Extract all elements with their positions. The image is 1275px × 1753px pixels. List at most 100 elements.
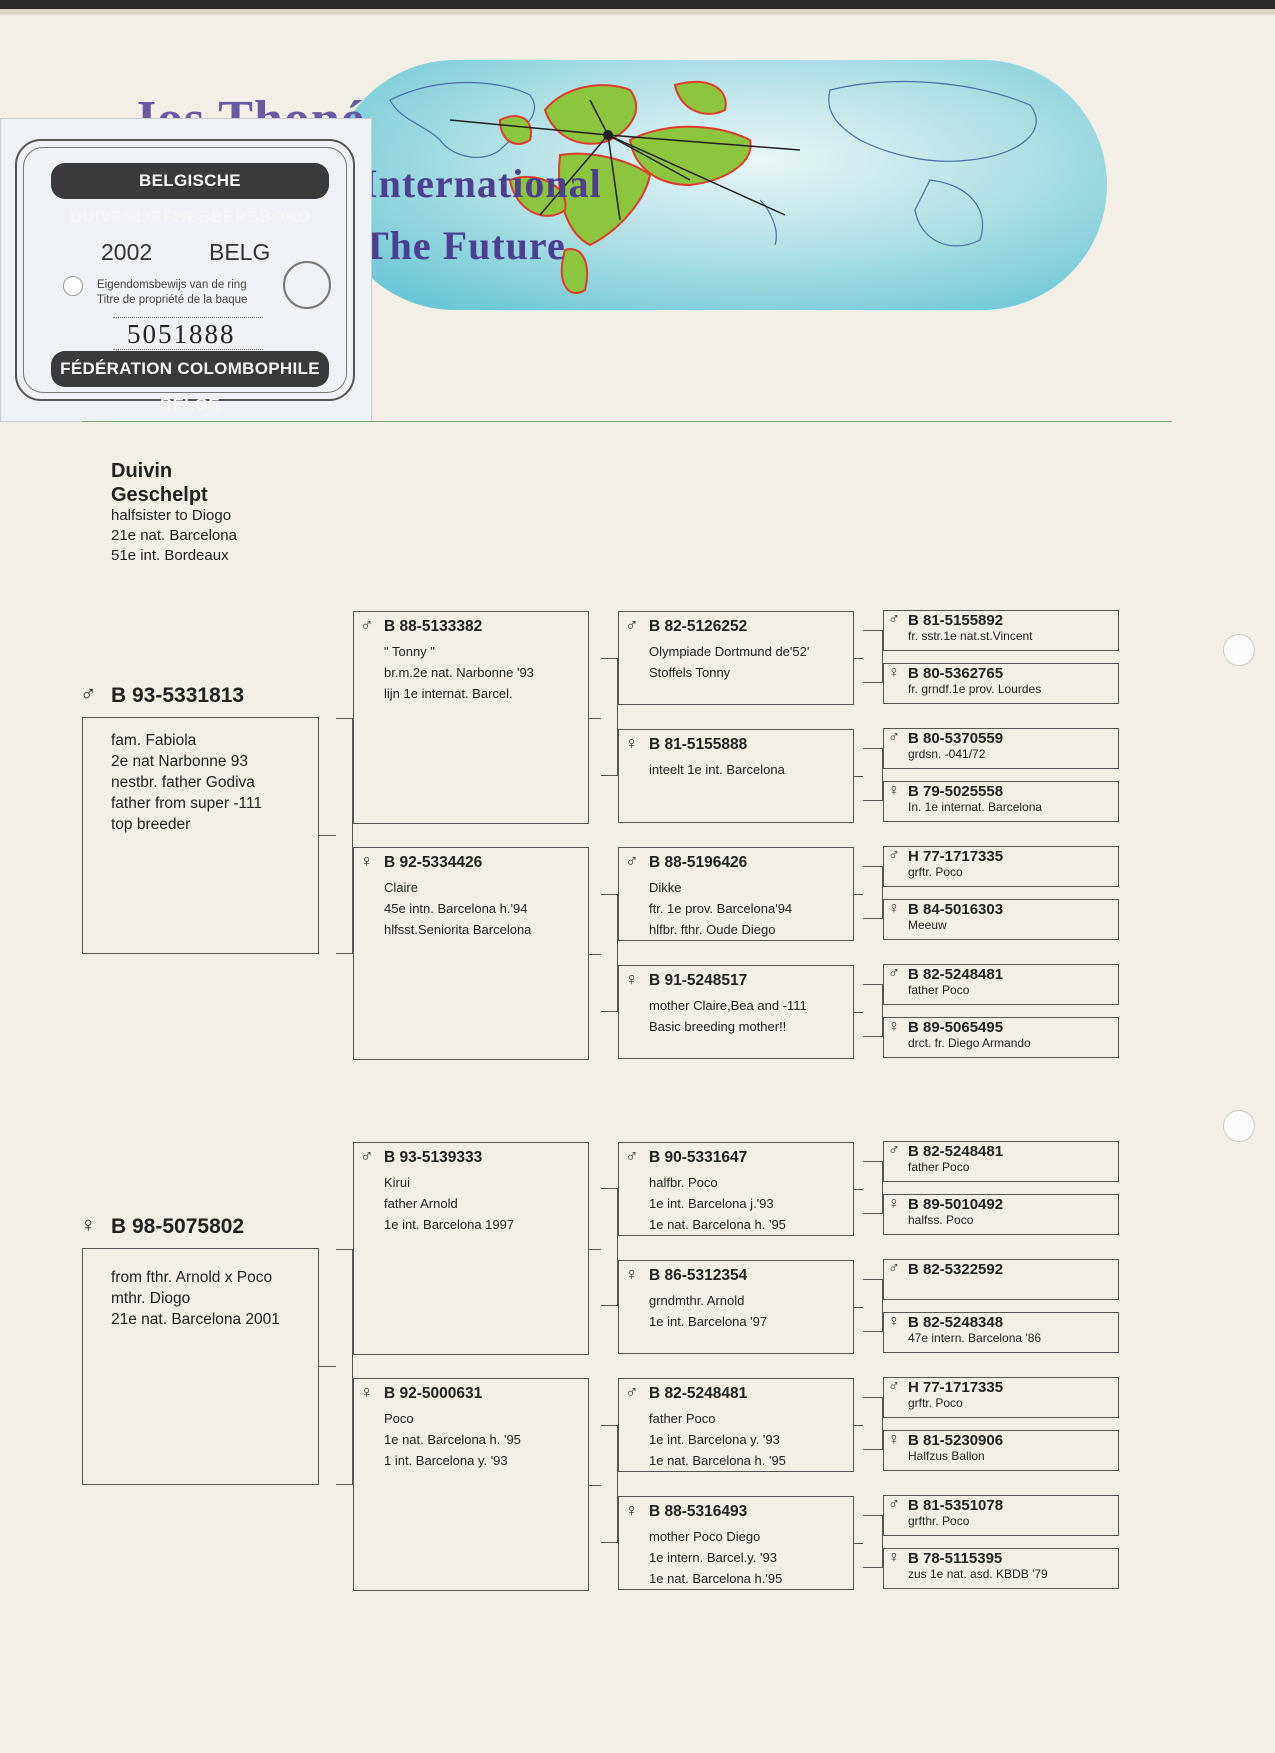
ancestor-ring: B 82-5248348 <box>908 1314 1004 1331</box>
ancestor-box: ♀ B 78-5115395 zus 1e nat. asd. KBDB '79 <box>883 1548 1119 1589</box>
bracket <box>863 984 883 1037</box>
bracket <box>863 748 883 801</box>
bracket <box>863 1279 883 1332</box>
female-icon: ♀ <box>888 1195 900 1212</box>
female-icon: ♀ <box>888 1549 900 1566</box>
male-icon: ♂ <box>888 1260 900 1277</box>
grandparent-ring: B 88-5133382 <box>384 618 483 635</box>
dam-note: from fthr. Arnold x Poco <box>111 1269 273 1286</box>
ancestor-box: ♂ B 82-5248481 father Poco <box>883 964 1119 1005</box>
great-grandparent-note: ftr. 1e prov. Barcelona'94 <box>649 901 793 916</box>
stamp-text-nl: Eigendomsbewijs van de ring <box>97 279 247 291</box>
connector <box>589 718 601 719</box>
connector <box>854 1425 863 1426</box>
connector <box>854 658 863 659</box>
male-icon: ♂ <box>625 1146 639 1166</box>
ancestor-note: In. 1e internat. Barcelona <box>908 800 1043 814</box>
ancestor-ring: B 82-5248481 <box>908 966 1004 983</box>
ancestor-note: grftr. Poco <box>908 865 963 879</box>
great-grandparent-ring: B 91-5248517 <box>649 972 748 989</box>
ancestor-ring: B 81-5351078 <box>908 1497 1004 1514</box>
ancestor-note: father Poco <box>908 983 970 997</box>
bird-sex-label: Duivin <box>111 460 173 482</box>
grandparent-note: br.m.2e nat. Narbonne '93 <box>384 665 534 680</box>
great-grandparent-note: Dikke <box>649 880 682 895</box>
connector <box>589 1249 601 1250</box>
female-icon: ♀ <box>625 969 639 989</box>
female-icon: ♀ <box>888 664 900 681</box>
binder-hole <box>1223 1110 1255 1142</box>
ancestor-ring: B 82-5248481 <box>908 1143 1004 1160</box>
great-grandparent-note: Stoffels Tonny <box>649 665 731 680</box>
great-grandparent-ring: B 86-5312354 <box>649 1267 748 1284</box>
ancestor-note: fr. grndf.1e prov. Lourdes <box>908 682 1042 696</box>
bracket <box>601 1188 618 1306</box>
male-icon: ♂ <box>80 681 97 706</box>
bird-color-label: Geschelpt <box>111 484 208 506</box>
female-icon: ♀ <box>625 1264 639 1284</box>
ancestor-note: grdsn. -041/72 <box>908 747 986 761</box>
bird-note: halfsister to Diogo <box>111 507 232 524</box>
male-icon: ♂ <box>360 1146 374 1166</box>
great-grandparent-box: ♂ B 88-5196426 Dikke ftr. 1e prov. Barce… <box>618 847 854 941</box>
female-icon: ♀ <box>360 1382 374 1402</box>
stamp-country: BELG <box>209 239 271 265</box>
bird-note: 51e int. Bordeaux <box>111 547 229 564</box>
connector <box>854 1012 863 1013</box>
great-grandparent-box: ♀ B 81-5155888 inteelt 1e int. Barcelona <box>618 729 854 823</box>
divider-line <box>82 421 1172 422</box>
grandparent-note: 1 int. Barcelona y. '93 <box>384 1453 508 1468</box>
great-grandparent-note: 1e nat. Barcelona h. '95 <box>649 1217 786 1232</box>
connector <box>319 1366 336 1367</box>
stamp-dotted-line <box>113 349 263 350</box>
grandparent-note: hlfsst.Seniorita Barcelona <box>384 922 532 937</box>
great-grandparent-note: mother Claire,Bea and -111 <box>649 998 807 1013</box>
great-grandparent-note: hlfbr. fthr. Oude Diego <box>649 922 776 937</box>
ancestor-ring: H 77-1717335 <box>908 1379 1004 1396</box>
connector <box>854 894 863 895</box>
female-icon: ♀ <box>360 851 374 871</box>
ring-certificate-stamp: BELGISCHE DUIVENLIEFHEBBERSBOND 2002 BEL… <box>0 118 372 422</box>
connector <box>854 1543 863 1544</box>
ancestor-box: ♀ B 80-5362765 fr. grndf.1e prov. Lourde… <box>883 663 1119 704</box>
bracket <box>601 894 618 1012</box>
great-grandparent-ring: B 90-5331647 <box>649 1149 748 1166</box>
grandparent-box: ♀ B 92-5334426 Claire 45e intn. Barcelon… <box>353 847 589 1060</box>
stamp-top-plaque: BELGISCHE DUIVENLIEFHEBBERSBOND <box>51 163 329 226</box>
sire-box: fam. Fabiola 2e nat Narbonne 93 nestbr. … <box>82 717 319 954</box>
ancestor-ring: B 80-5370559 <box>908 730 1004 747</box>
bracket <box>601 1425 618 1543</box>
great-grandparent-note: Olympiade Dortmund de'52' <box>649 644 810 659</box>
ancestor-box: ♀ B 84-5016303 Meeuw <box>883 899 1119 940</box>
great-grandparent-note: 1e nat. Barcelona h. '95 <box>649 1453 786 1468</box>
male-icon: ♂ <box>625 615 639 635</box>
ancestor-note: Meeuw <box>908 918 947 932</box>
great-grandparent-box: ♂ B 82-5126252 Olympiade Dortmund de'52'… <box>618 611 854 705</box>
male-icon: ♂ <box>625 851 639 871</box>
great-grandparent-note: father Poco <box>649 1411 716 1426</box>
grandparent-note: 1e int. Barcelona 1997 <box>384 1217 515 1232</box>
ancestor-ring: B 89-5065495 <box>908 1019 1004 1036</box>
great-grandparent-note: inteelt 1e int. Barcelona <box>649 762 785 777</box>
sire-note: 2e nat Narbonne 93 <box>111 753 249 770</box>
stamp-inner-border <box>23 147 347 393</box>
ancestor-note: zus 1e nat. asd. KBDB '79 <box>908 1567 1048 1581</box>
ancestor-box: ♂ B 82-5322592 <box>883 1259 1119 1300</box>
great-grandparent-box: ♀ B 86-5312354 grndmthr. Arnold 1e int. … <box>618 1260 854 1354</box>
crown-emblem-icon <box>283 261 331 309</box>
sire-note: nestbr. father Godiva <box>111 774 255 791</box>
great-grandparent-box: ♂ B 90-5331647 halfbr. Poco 1e int. Barc… <box>618 1142 854 1236</box>
ancestor-ring: B 81-5230906 <box>908 1432 1004 1449</box>
male-icon: ♂ <box>888 611 900 628</box>
great-grandparent-ring: B 81-5155888 <box>649 736 748 753</box>
ancestor-box: ♂ H 77-1717335 grftr. Poco <box>883 1377 1119 1418</box>
stamp-border: BELGISCHE DUIVENLIEFHEBBERSBOND 2002 BEL… <box>15 139 355 414</box>
male-icon: ♂ <box>888 1378 900 1395</box>
grandparent-ring: B 93-5139333 <box>384 1149 483 1166</box>
grandparent-ring: B 92-5334426 <box>384 854 483 871</box>
female-icon: ♀ <box>888 1431 900 1448</box>
male-icon: ♂ <box>888 1142 900 1159</box>
scan-top-edge <box>0 0 1275 9</box>
stamp-ring-number: 5051888 <box>127 319 236 349</box>
great-grandparent-ring: B 82-5126252 <box>649 618 748 635</box>
